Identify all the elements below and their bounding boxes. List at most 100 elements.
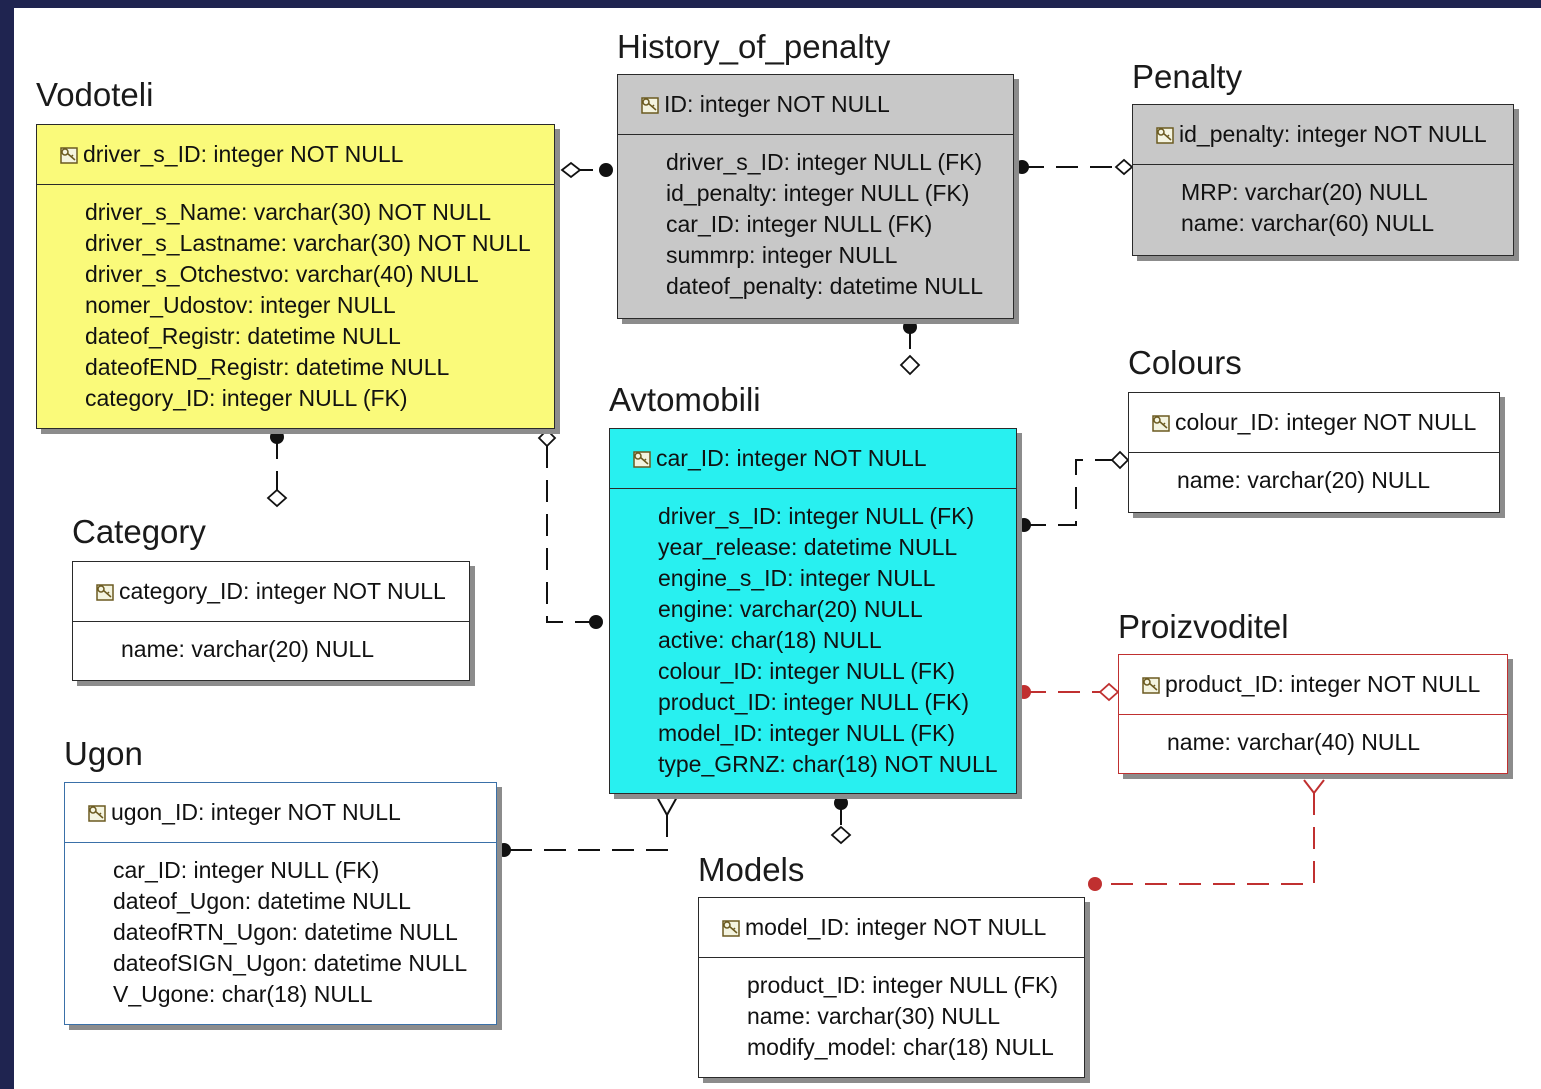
attribute: name: varchar(40) NULL bbox=[1167, 729, 1421, 755]
entity-penalty[interactable]: id_penalty: integer NOT NULL MRP: varcha… bbox=[1132, 104, 1514, 256]
pk-text: colour_ID: integer NOT NULL bbox=[1175, 409, 1477, 435]
attribute: summrp: integer NULL bbox=[666, 242, 898, 268]
fk-dot-vodoteli-bottom bbox=[270, 430, 284, 444]
diamond-vodoteli-right bbox=[560, 161, 582, 179]
attribute: car_ID: integer NULL (FK) bbox=[666, 211, 933, 237]
entity-ugon[interactable]: ugon_ID: integer NOT NULL car_ID: intege… bbox=[64, 782, 497, 1025]
entity-title-category: Category bbox=[72, 513, 206, 550]
pk-text: product_ID: integer NOT NULL bbox=[1165, 671, 1481, 697]
attribute: name: varchar(20) NULL bbox=[1177, 467, 1431, 493]
attribute: driver_s_Name: varchar(30) NOT NULL bbox=[85, 199, 492, 225]
attribute: category_ID: integer NULL (FK) bbox=[85, 385, 408, 411]
attribute: MRP: varchar(20) NULL bbox=[1181, 179, 1428, 205]
key-icon bbox=[96, 583, 114, 601]
attribute: engine_s_ID: integer NULL bbox=[658, 565, 936, 591]
key-icon bbox=[60, 146, 78, 164]
key-icon bbox=[1142, 676, 1160, 694]
attribute: dateof_Registr: datetime NULL bbox=[85, 323, 401, 349]
attribute: dateof_penalty: datetime NULL bbox=[666, 273, 984, 299]
rel-avtomobili-ugon bbox=[504, 815, 668, 851]
fk-dot-history-left bbox=[599, 163, 613, 177]
pk-row: id_penalty: integer NOT NULL bbox=[1133, 105, 1513, 165]
entity-colours[interactable]: colour_ID: integer NOT NULL name: varcha… bbox=[1128, 392, 1500, 513]
entity-title-history: History_of_penalty bbox=[617, 28, 891, 65]
crow-proizvoditel-bottom bbox=[1303, 779, 1325, 795]
entity-category[interactable]: category_ID: integer NOT NULL name: varc… bbox=[72, 561, 470, 681]
attribute: driver_s_Otchestvo: varchar(40) NULL bbox=[85, 261, 479, 287]
diamond-proizvoditel-left bbox=[1098, 682, 1120, 702]
attribute-list: MRP: varchar(20) NULL name: varchar(60) … bbox=[1133, 165, 1513, 239]
pk-text: ugon_ID: integer NOT NULL bbox=[111, 799, 401, 825]
pk-row: category_ID: integer NOT NULL bbox=[73, 562, 469, 622]
diamond-penalty-left bbox=[1114, 158, 1134, 176]
fk-dot-avtomobili-right bbox=[1017, 518, 1031, 532]
attribute: product_ID: integer NULL (FK) bbox=[658, 689, 970, 715]
entity-proizvoditel[interactable]: product_ID: integer NOT NULL name: varch… bbox=[1118, 654, 1508, 774]
attribute-list: name: varchar(40) NULL bbox=[1119, 715, 1507, 758]
attribute: dateofSIGN_Ugon: datetime NULL bbox=[113, 950, 468, 976]
attribute: nomer_Udostov: integer NULL bbox=[85, 292, 396, 318]
key-icon bbox=[722, 919, 740, 937]
attribute: driver_s_ID: integer NULL (FK) bbox=[666, 149, 983, 175]
attribute-list: product_ID: integer NULL (FK) name: varc… bbox=[699, 958, 1084, 1063]
fk-dot-avtomobili-bottom bbox=[834, 796, 848, 810]
attribute-list: name: varchar(20) NULL bbox=[73, 622, 469, 665]
pk-text: id_penalty: integer NOT NULL bbox=[1179, 121, 1487, 147]
entity-avtomobili[interactable]: car_ID: integer NOT NULL driver_s_ID: in… bbox=[609, 428, 1017, 794]
attribute-list: driver_s_Name: varchar(30) NOT NULL driv… bbox=[37, 185, 554, 414]
attribute: driver_s_Lastname: varchar(30) NOT NULL bbox=[85, 230, 531, 256]
attribute: modify_model: char(18) NULL bbox=[747, 1034, 1054, 1060]
entity-title-proizvoditel: Proizvoditel bbox=[1118, 608, 1289, 645]
entity-models[interactable]: model_ID: integer NOT NULL product_ID: i… bbox=[698, 897, 1085, 1078]
diamond-vodoteli-corner bbox=[537, 428, 557, 448]
pk-row: ID: integer NOT NULL bbox=[618, 75, 1013, 135]
pk-text: model_ID: integer NOT NULL bbox=[745, 914, 1047, 940]
pk-row: colour_ID: integer NOT NULL bbox=[1129, 393, 1499, 453]
fk-dot-avtomobili-left bbox=[589, 615, 603, 629]
attribute-list: car_ID: integer NULL (FK) dateof_Ugon: d… bbox=[65, 843, 496, 1010]
attribute: dateofRTN_Ugon: datetime NULL bbox=[113, 919, 458, 945]
rel-proizvoditel-models bbox=[1095, 793, 1315, 885]
key-icon bbox=[633, 450, 651, 468]
fk-dot-history-bottom bbox=[903, 320, 917, 334]
entity-history-of-penalty[interactable]: ID: integer NOT NULL driver_s_ID: intege… bbox=[617, 74, 1014, 319]
attribute: type_GRNZ: char(18) NOT NULL bbox=[658, 751, 998, 777]
attribute: car_ID: integer NULL (FK) bbox=[113, 857, 380, 883]
entity-title-vodoteli: Vodoteli bbox=[36, 76, 154, 113]
attribute-list: driver_s_ID: integer NULL (FK) year_rele… bbox=[610, 489, 1016, 780]
pk-row: car_ID: integer NOT NULL bbox=[610, 429, 1016, 489]
attribute: active: char(18) NULL bbox=[658, 627, 882, 653]
attribute: driver_s_ID: integer NULL (FK) bbox=[658, 503, 975, 529]
diamond-history-below bbox=[899, 354, 921, 376]
attribute: name: varchar(30) NULL bbox=[747, 1003, 1001, 1029]
diamond-vodoteli-below bbox=[266, 488, 288, 508]
diamond-colours-left bbox=[1110, 450, 1130, 470]
pk-text: driver_s_ID: integer NOT NULL bbox=[83, 141, 404, 167]
pk-row: ugon_ID: integer NOT NULL bbox=[65, 783, 496, 843]
key-icon bbox=[1156, 126, 1174, 144]
fk-dot-models-red bbox=[1088, 877, 1102, 891]
entity-title-models: Models bbox=[698, 851, 805, 888]
diamond-avtomobili-below bbox=[830, 825, 852, 845]
rel-colours-avtomobili bbox=[1024, 459, 1112, 526]
crow-avtomobili-bottom bbox=[656, 796, 678, 818]
attribute: V_Ugone: char(18) NULL bbox=[113, 981, 373, 1007]
entity-title-avtomobili: Avtomobili bbox=[609, 381, 761, 418]
attribute: dateof_Ugon: datetime NULL bbox=[113, 888, 411, 914]
fk-dot-avtomobili-red bbox=[1017, 685, 1031, 699]
pk-text: ID: integer NOT NULL bbox=[664, 91, 890, 117]
pk-row: model_ID: integer NOT NULL bbox=[699, 898, 1084, 958]
attribute: year_release: datetime NULL bbox=[658, 534, 958, 560]
fk-dot-ugon-right bbox=[497, 843, 511, 857]
attribute: colour_ID: integer NULL (FK) bbox=[658, 658, 955, 684]
attribute-list: driver_s_ID: integer NULL (FK) id_penalt… bbox=[618, 135, 1013, 302]
attribute: name: varchar(60) NULL bbox=[1181, 210, 1435, 236]
attribute: engine: varchar(20) NULL bbox=[658, 596, 923, 622]
rel-vodoteli-avtomobili bbox=[546, 446, 596, 623]
pk-row: driver_s_ID: integer NOT NULL bbox=[37, 125, 554, 185]
entity-vodoteli[interactable]: driver_s_ID: integer NOT NULL driver_s_N… bbox=[36, 124, 555, 429]
attribute-list: name: varchar(20) NULL bbox=[1129, 453, 1499, 496]
pk-row: product_ID: integer NOT NULL bbox=[1119, 655, 1507, 715]
pk-text: category_ID: integer NOT NULL bbox=[119, 578, 446, 604]
